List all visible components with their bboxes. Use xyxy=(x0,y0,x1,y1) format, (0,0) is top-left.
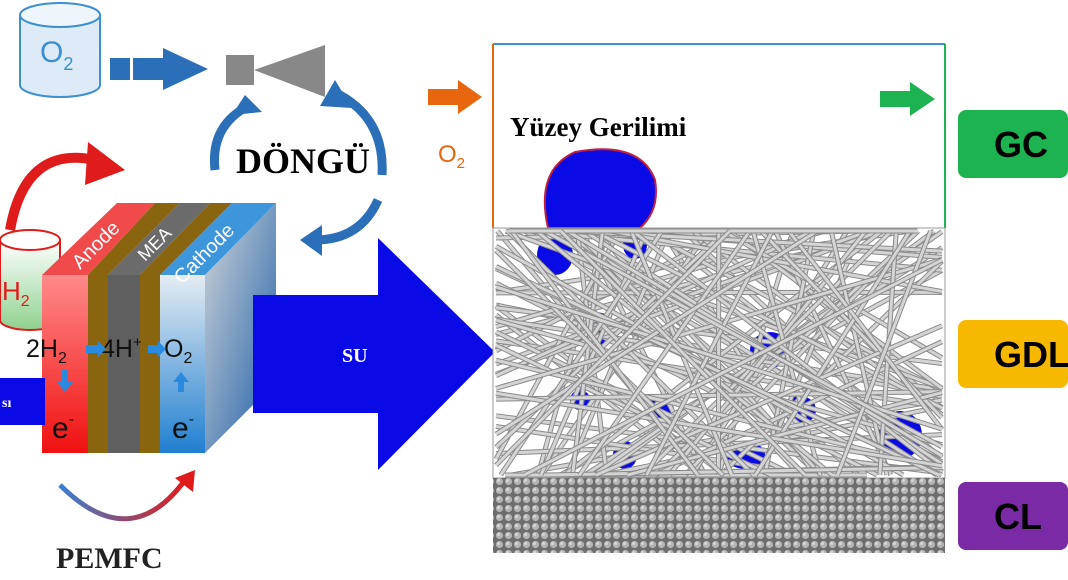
carbon-fiber xyxy=(539,230,648,476)
carbon-fiber xyxy=(495,358,943,471)
outlet-arrowhead-icon xyxy=(910,82,935,116)
compressor-icon xyxy=(226,45,325,97)
layer-badge-label: CL xyxy=(994,496,1042,537)
carbon-fiber xyxy=(495,265,940,477)
cycle-arrowhead-icon xyxy=(232,95,262,115)
oxygen-inlet-label: O2 xyxy=(438,141,465,172)
water-arrow xyxy=(253,238,495,470)
layer-badge-gc: GC xyxy=(958,110,1068,178)
catalyst-layer xyxy=(493,478,945,553)
arrowhead-icon xyxy=(175,470,195,492)
carbon-fiber xyxy=(610,229,943,294)
carbon-fiber xyxy=(829,230,889,476)
electron-right: e- xyxy=(172,411,194,445)
oxygen-tank-label: O xyxy=(40,36,63,69)
anode-cycle-arrow xyxy=(5,152,97,231)
svg-text:O2: O2 xyxy=(40,36,73,74)
heat-label: sı xyxy=(2,396,11,411)
heat-box xyxy=(0,378,45,425)
hydrogen-reactant: 2H2 xyxy=(26,335,67,367)
carbon-fiber xyxy=(545,466,943,477)
carbon-fiber xyxy=(878,230,898,476)
fuel-cell-label: PEMFC xyxy=(56,542,163,575)
carbon-fiber xyxy=(787,230,944,431)
inlet-arrowhead-icon xyxy=(458,80,482,114)
carbon-fiber xyxy=(494,229,731,467)
water-label: SU xyxy=(342,345,368,367)
svg-text:H2: H2 xyxy=(2,276,30,310)
gdl-fibers xyxy=(493,228,944,478)
oxygen-flow-arrow xyxy=(110,48,208,90)
outlet-arrow xyxy=(880,91,910,107)
cycle-arrowhead-icon xyxy=(300,225,322,256)
layer-badge-label: GDL xyxy=(994,334,1068,375)
electron-flow-arrow xyxy=(58,478,188,522)
electron-left: e- xyxy=(52,411,74,445)
water-droplet xyxy=(543,148,657,229)
carbon-fiber xyxy=(571,230,604,476)
carbon-fiber xyxy=(543,229,943,449)
proton-label: 4H+ xyxy=(101,334,142,363)
layer-badge-label: GC xyxy=(994,124,1048,165)
oxygen-tank: O2 xyxy=(19,2,101,98)
oxygen-reactant: O2 xyxy=(164,335,192,367)
layer-badge-cl: CL xyxy=(958,482,1068,550)
carbon-fiber xyxy=(559,229,807,477)
fuel-cell-stack: Anode MEA Cathode 2H2 4H+ O2 e- e- xyxy=(26,203,276,453)
cycle-arrowhead-icon xyxy=(320,80,352,108)
hydrogen-tank: H2 xyxy=(0,229,61,331)
cycle-label: DÖNGÜ xyxy=(236,141,370,181)
gas-channel xyxy=(492,43,946,229)
carbon-fiber xyxy=(631,229,943,473)
layer-badge-gdl: GDL xyxy=(958,320,1068,388)
arrowhead-icon xyxy=(85,142,125,185)
carbon-fiber xyxy=(523,258,943,477)
surface-tension-label: Yüzey Gerilimi xyxy=(510,112,687,142)
carbon-fiber xyxy=(495,229,819,436)
inlet-arrow xyxy=(428,89,458,105)
carbon-fiber xyxy=(495,391,943,468)
carbon-fiber xyxy=(626,391,943,477)
